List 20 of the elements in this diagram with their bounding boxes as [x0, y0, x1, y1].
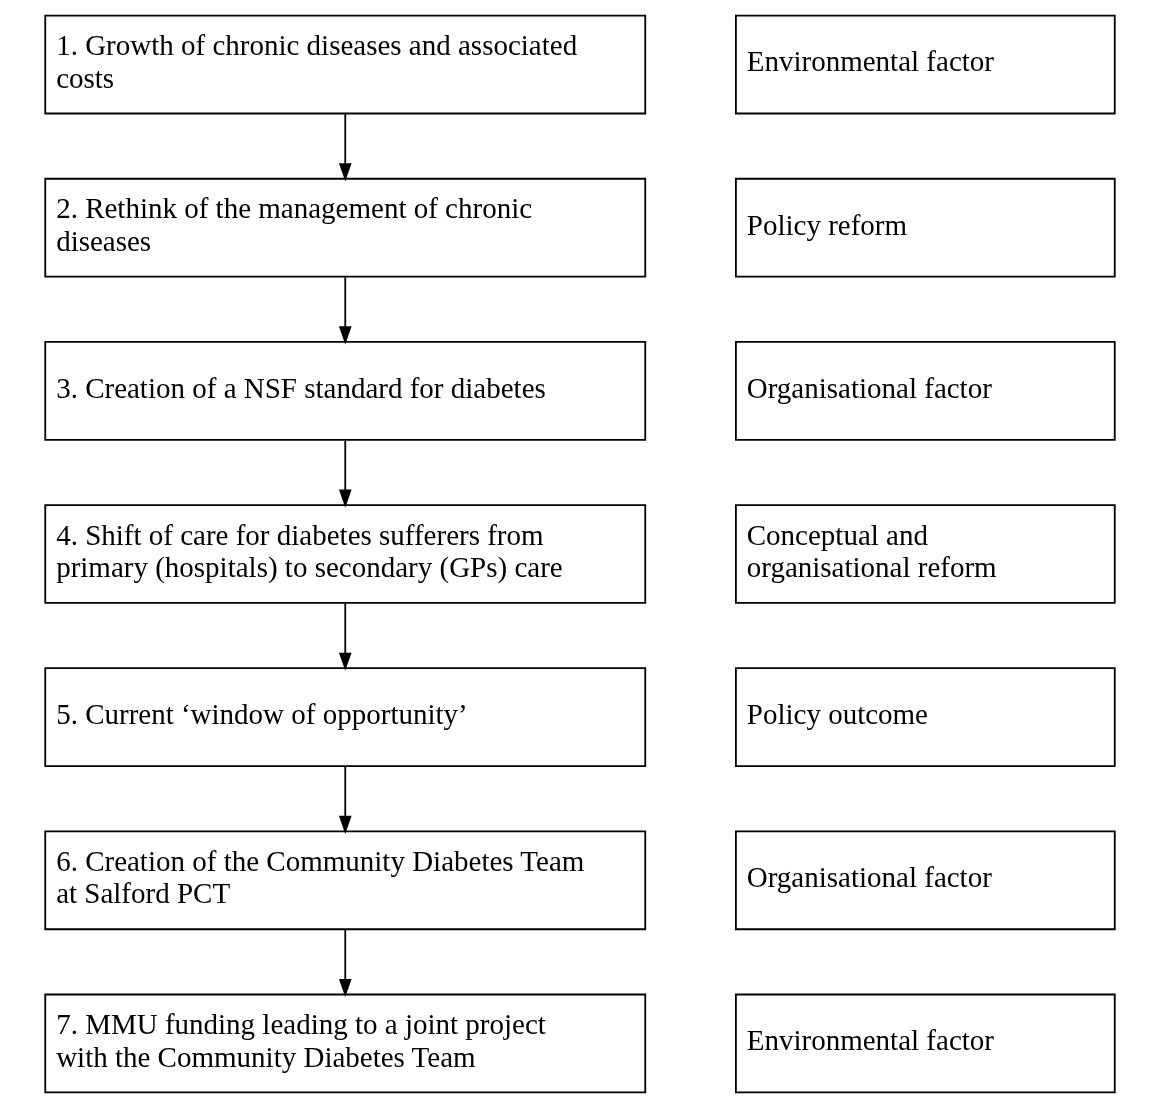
- arrow: [338, 276, 352, 345]
- node-box: Environmental factor: [735, 993, 1116, 1094]
- node-box: Conceptual and organisational reform: [735, 504, 1116, 604]
- node-box: 7. MMU funding leading to a joint project with the Community Diabetes Team: [44, 993, 647, 1094]
- node-box: Organisational factor: [735, 830, 1116, 931]
- node-box: 3. Creation of a NSF standard for diabetes: [44, 341, 647, 441]
- node-box: 4. Shift of care for diabetes sufferers from primary (hospitals) to secondary (GPs) care: [44, 504, 647, 604]
- arrow: [338, 113, 352, 182]
- node-box: 1. Growth of chronic diseases and associated costs: [44, 14, 647, 115]
- node-box: 6. Creation of the Community Diabetes Team at Salford PCT: [44, 830, 647, 931]
- node-box: Environmental factor: [735, 14, 1116, 115]
- node-box: Policy reform: [735, 177, 1116, 278]
- node-box: 5. Current ‘window of opportunity’: [44, 667, 647, 767]
- arrow: [338, 439, 352, 508]
- arrow: [338, 602, 352, 671]
- node-box: 2. Rethink of the management of chronic diseases: [44, 177, 647, 278]
- node-box: Policy outcome: [735, 667, 1116, 767]
- node-box: Organisational factor: [735, 341, 1116, 441]
- arrow: [338, 765, 352, 834]
- arrow: [338, 929, 352, 998]
